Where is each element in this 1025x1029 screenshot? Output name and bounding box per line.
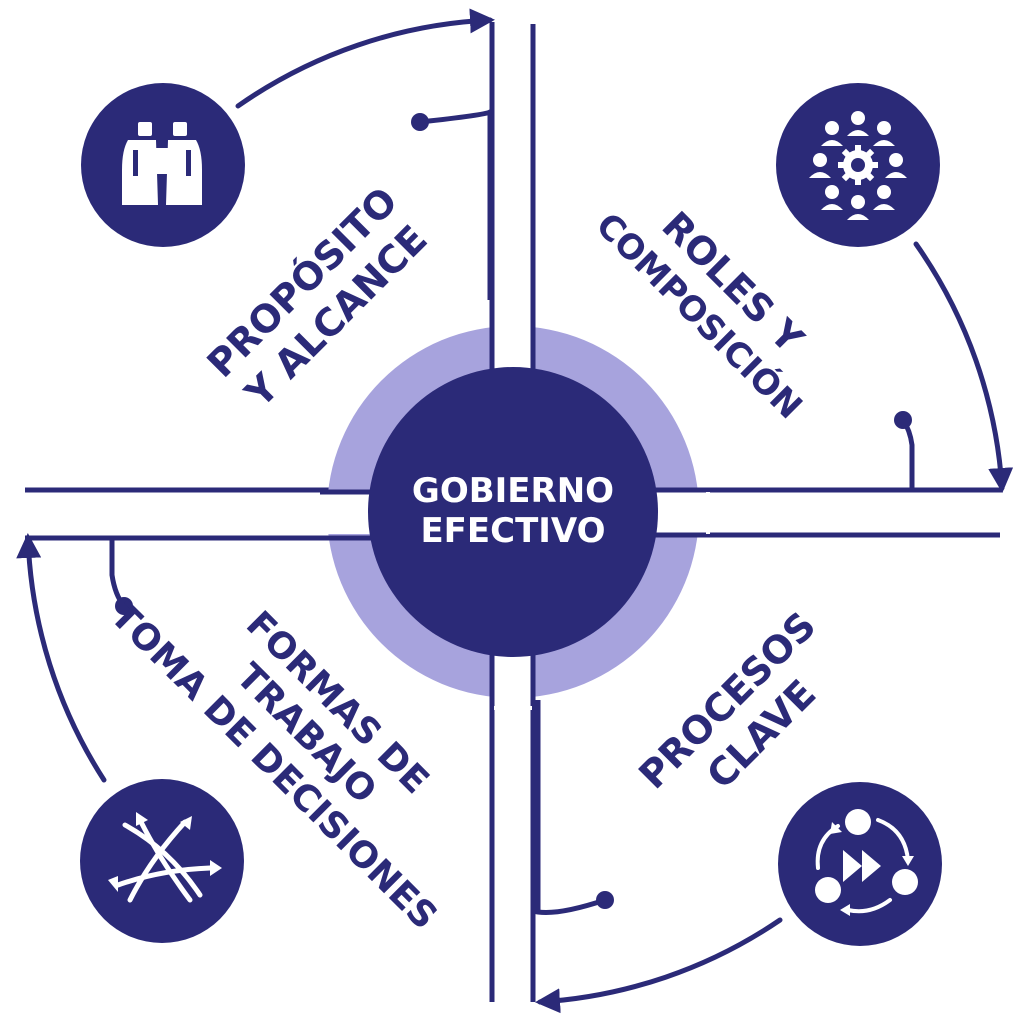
binoculars-icon (81, 83, 245, 247)
team-gear-icon (776, 83, 940, 247)
arrow-top (235, 8, 495, 109)
center-title-line2: EFECTIVO (420, 511, 605, 551)
connector-bottom-right (535, 700, 606, 915)
center-title-line1: GOBIERNO (412, 471, 614, 511)
connector-dot (894, 411, 912, 429)
connector-top-left (419, 107, 493, 300)
connector-dot (115, 597, 133, 615)
cycle-arrows (16, 8, 1014, 1014)
crossing-arrows-icon (80, 779, 244, 943)
connector-dot (596, 891, 614, 909)
arrow-left (16, 533, 107, 783)
center-core (368, 367, 658, 657)
arrow-right (913, 241, 1014, 493)
process-cycle-icon (778, 782, 942, 946)
connector-dot (411, 113, 429, 131)
connector-dots (115, 113, 912, 909)
arrow-bottom (535, 917, 783, 1014)
connector-top-right (660, 418, 915, 493)
